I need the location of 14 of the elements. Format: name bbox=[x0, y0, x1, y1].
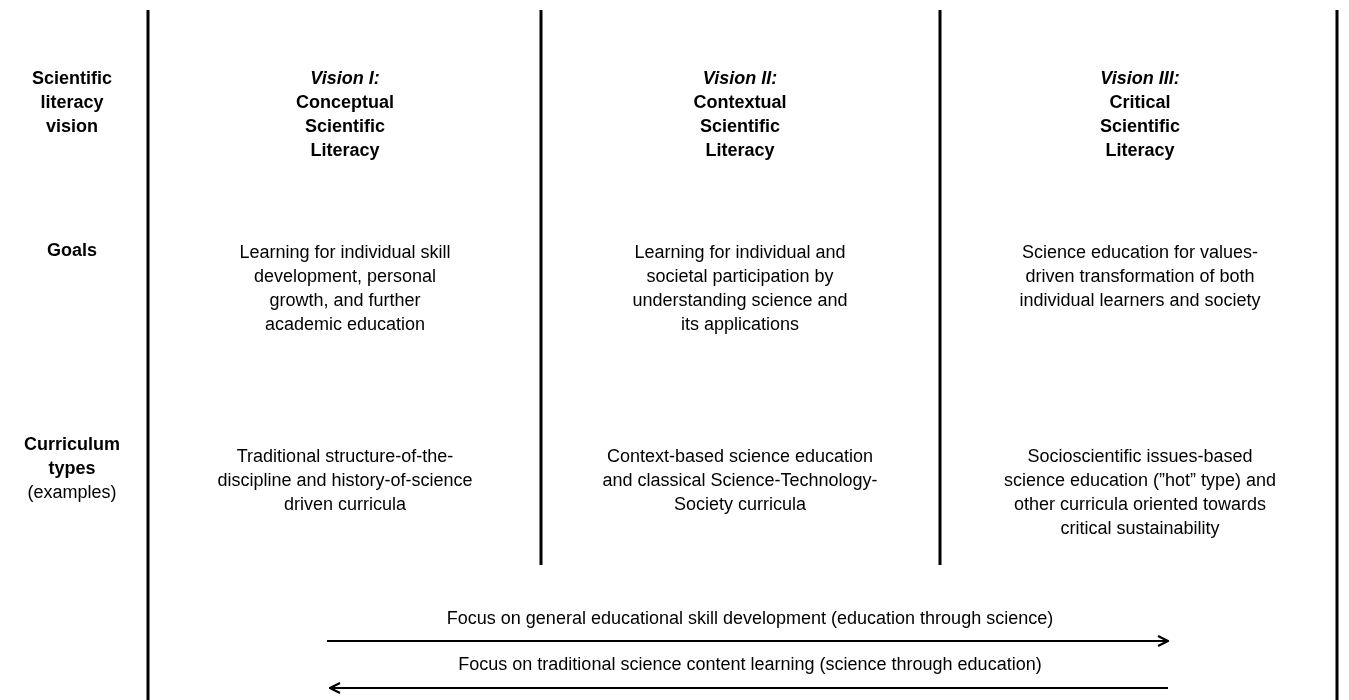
arrow-caption: Focus on traditional science content learning (science through education) bbox=[457, 653, 1043, 676]
cell-text: Learning for individual and societal participation by understanding science and its applications bbox=[631, 241, 849, 336]
row-header: Curriculum types (examples) bbox=[23, 433, 121, 504]
row-header: Scientific literacy vision bbox=[31, 67, 113, 138]
vision-heading: Vision III: Critical Scientific Literacy bbox=[1099, 67, 1181, 162]
row-header: Goals bbox=[46, 239, 98, 262]
cell-text: Learning for individual skill development, personal growth, and further academic education bbox=[238, 241, 452, 336]
cell-text: Context-based science education and classical Science-Technology-Society curricula bbox=[601, 445, 879, 516]
cell-text: Traditional structure-of-the-discipline and history-of-science driven curricula bbox=[216, 445, 474, 516]
arrow-caption: Focus on general educational skill development (education through science) bbox=[445, 607, 1055, 630]
vision-heading: Vision II: Contextual Scientific Literacy bbox=[692, 67, 788, 162]
cell-text: Science education for values-driven transformation of both individual learners and society bbox=[1018, 241, 1262, 312]
cell-text: Socioscientific issues-based science education (”hot” type) and other curricula oriented towards critical sustainability bbox=[1002, 445, 1278, 540]
vision-heading: Vision I: Conceptual Scientific Literacy bbox=[295, 67, 395, 162]
